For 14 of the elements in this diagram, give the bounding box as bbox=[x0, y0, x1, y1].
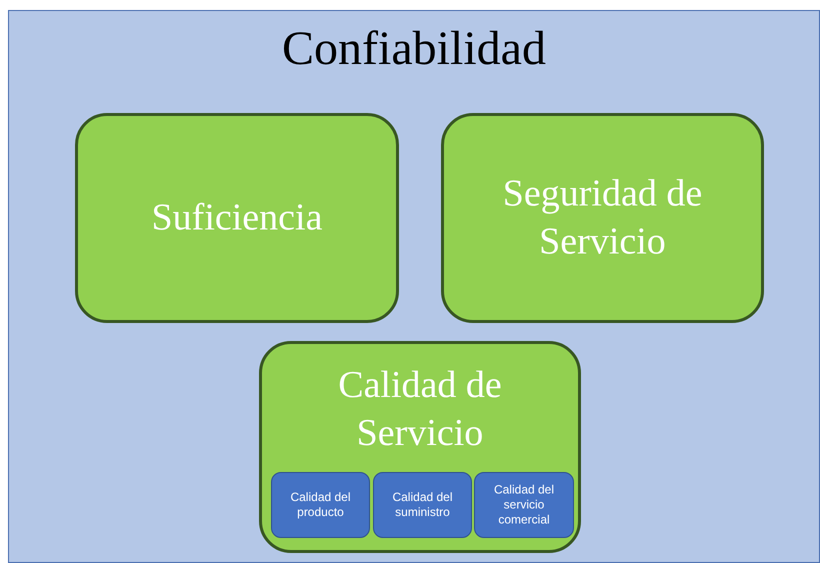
subcategory-box bbox=[271, 472, 370, 538]
box-label: Suficiencia bbox=[152, 195, 322, 240]
subcategory-box bbox=[373, 472, 472, 538]
box-label: Calidad del servicio comercial bbox=[492, 482, 556, 528]
box-label: Calidad del producto bbox=[289, 490, 352, 520]
category-box bbox=[259, 341, 581, 553]
category-box bbox=[441, 113, 764, 323]
box-label: Calidad del suministro bbox=[391, 490, 454, 520]
box-label: Calidad de Servicio bbox=[337, 363, 503, 456]
panel-background bbox=[8, 10, 820, 563]
category-box bbox=[75, 113, 399, 323]
diagram-heading: Confiabilidad bbox=[282, 21, 546, 77]
subcategory-box bbox=[474, 472, 574, 538]
box-label: Seguridad de Servicio bbox=[502, 172, 704, 264]
